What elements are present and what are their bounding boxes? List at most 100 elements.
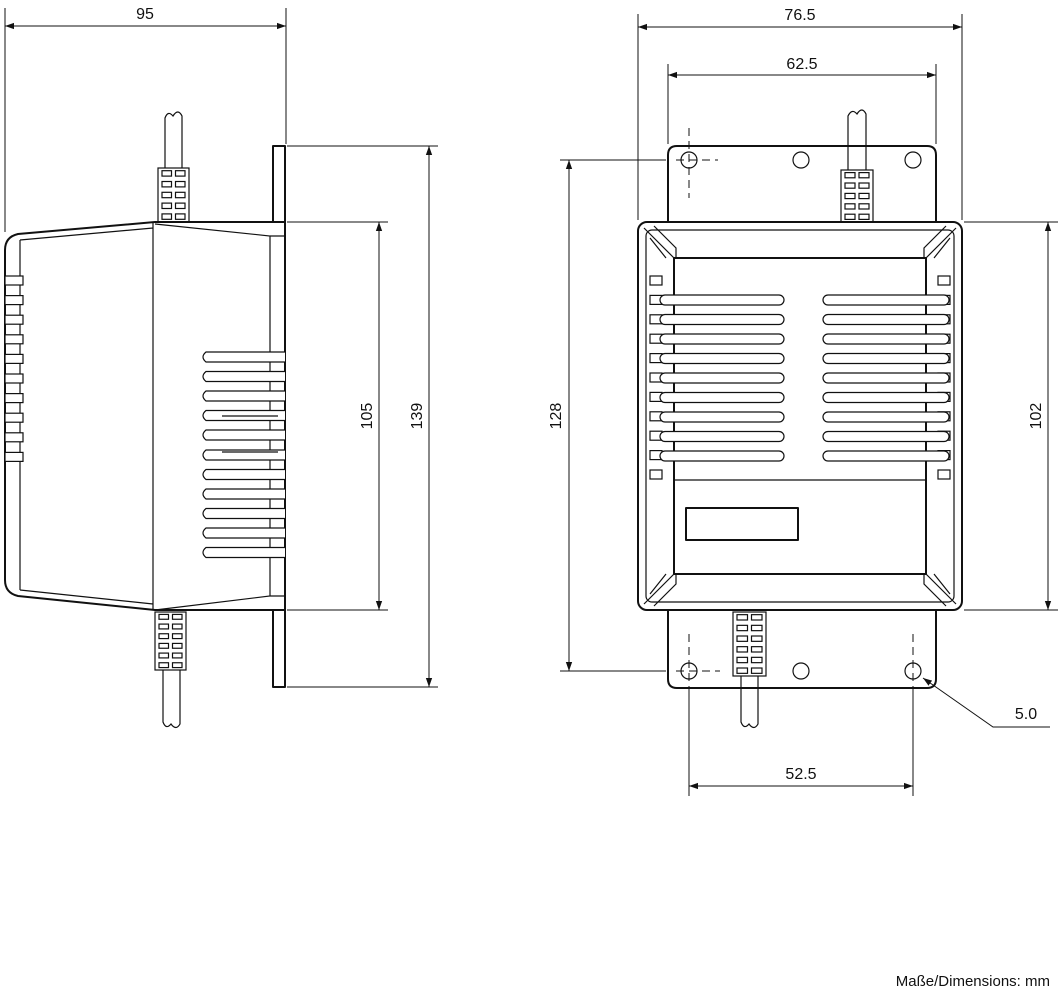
strain-relief-rib xyxy=(171,642,183,649)
strain-relief-rib xyxy=(174,191,186,199)
front-vent-slot-left xyxy=(659,372,785,384)
strain-relief-rib xyxy=(174,202,186,210)
front-vent-slot-right xyxy=(822,352,950,365)
strain-relief-rib xyxy=(174,180,186,188)
side-vent-fin xyxy=(202,370,285,383)
side-vent-fins xyxy=(202,351,285,559)
front-label-plate xyxy=(685,507,799,541)
front-cable-top xyxy=(847,109,867,176)
strain-relief-rib xyxy=(750,667,763,674)
front-side-rib xyxy=(937,469,951,480)
strain-relief-rib xyxy=(750,656,763,664)
dim-side-total-height: 139 xyxy=(409,403,426,430)
mounting-hole-top-right xyxy=(904,151,922,169)
strain-relief-rib xyxy=(158,633,170,640)
front-vent-slots xyxy=(659,294,950,462)
front-cable-bottom xyxy=(740,676,759,729)
front-vent-slot-right xyxy=(822,391,950,404)
mounting-hole-top-center xyxy=(792,151,810,169)
strain-relief-rib xyxy=(736,667,749,674)
side-left-rib xyxy=(4,353,24,364)
front-vent-slot-left xyxy=(659,430,785,443)
front-vent-slot-right xyxy=(822,411,950,423)
front-vent-slot-left xyxy=(659,391,785,404)
strain-relief-rib xyxy=(736,614,749,621)
side-vent-fin xyxy=(202,507,285,520)
side-relief-top-ribs xyxy=(161,170,186,220)
side-view: 95 105 139 xyxy=(4,6,438,729)
strain-relief-rib xyxy=(158,652,170,659)
side-vent-fin xyxy=(202,527,285,539)
strain-relief-rib xyxy=(844,213,856,220)
dim-side-body-height: 105 xyxy=(359,403,376,430)
front-vent-slot-left xyxy=(659,294,785,306)
front-view: 76.5 62.5 128 102 52.5 5.0 xyxy=(548,7,1058,796)
strain-relief-rib xyxy=(174,213,186,220)
side-left-rib xyxy=(4,275,24,286)
front-side-rib xyxy=(649,469,663,480)
strain-relief-rib xyxy=(171,613,183,620)
side-left-rib xyxy=(4,451,24,462)
leader-hole-diameter xyxy=(922,677,1050,728)
strain-relief-rib xyxy=(161,213,173,220)
dim-front-hole-pitch-v: 128 xyxy=(548,403,565,430)
front-vent-slot-right xyxy=(822,372,950,384)
strain-relief-rib xyxy=(858,203,870,210)
front-vent-slot-right xyxy=(822,294,950,306)
side-vent-fin xyxy=(202,351,285,363)
side-left-rib xyxy=(4,334,24,345)
strain-relief-rib xyxy=(844,172,856,179)
front-vent-slot-right xyxy=(822,430,950,443)
strain-relief-rib xyxy=(844,203,856,210)
side-vent-fin xyxy=(202,390,285,402)
front-vent-slot-right xyxy=(822,313,950,326)
side-left-rib xyxy=(4,393,24,404)
side-vent-fin xyxy=(202,429,285,441)
strain-relief-rib xyxy=(161,191,173,199)
strain-relief-rib xyxy=(858,182,870,189)
side-vent-fin xyxy=(202,488,285,500)
side-fin-divider xyxy=(222,415,278,453)
strain-relief-rib xyxy=(750,646,763,653)
strain-relief-rib xyxy=(171,633,183,640)
front-vent-slot-right xyxy=(822,333,950,345)
strain-relief-rib xyxy=(858,172,870,179)
front-vent-slot-left xyxy=(659,352,785,365)
side-cable-bottom xyxy=(162,670,181,729)
front-vent-slot-left xyxy=(659,411,785,423)
side-strain-relief-bottom xyxy=(154,611,187,671)
dim-side-width: 95 xyxy=(136,6,154,23)
dim-front-hole-pitch-h: 52.5 xyxy=(785,766,816,783)
strain-relief-rib xyxy=(161,180,173,188)
strain-relief-rib xyxy=(158,613,170,620)
dim-hole-diameter: 5.0 xyxy=(1015,706,1037,723)
strain-relief-rib xyxy=(844,192,856,200)
front-strain-relief-bottom xyxy=(732,611,767,677)
side-left-rib xyxy=(4,314,24,325)
strain-relief-rib xyxy=(171,652,183,659)
side-cable-top xyxy=(164,111,183,178)
strain-relief-rib xyxy=(736,656,749,664)
strain-relief-rib xyxy=(750,624,763,632)
side-left-rib xyxy=(4,412,24,423)
strain-relief-rib xyxy=(750,635,763,642)
strain-relief-rib xyxy=(858,192,870,200)
units-note: Maße/Dimensions: mm xyxy=(896,973,1050,990)
front-side-rib xyxy=(937,275,951,286)
front-vent-slot-left xyxy=(659,450,785,462)
side-relief-bottom-ribs xyxy=(158,613,183,669)
strain-relief-rib xyxy=(736,624,749,632)
strain-relief-rib xyxy=(171,623,183,630)
front-vent-slot-right xyxy=(822,450,950,462)
front-housing-inset xyxy=(645,229,955,603)
front-relief-bottom-ribs xyxy=(736,614,763,674)
front-side-rib xyxy=(649,275,663,286)
strain-relief-rib xyxy=(161,202,173,210)
front-housing-bevels xyxy=(643,225,957,607)
strain-relief-rib xyxy=(858,213,870,220)
strain-relief-rib xyxy=(158,623,170,630)
side-vent-fin xyxy=(202,468,285,481)
dim-front-plate-width: 62.5 xyxy=(786,56,817,73)
strain-relief-rib xyxy=(161,170,173,177)
